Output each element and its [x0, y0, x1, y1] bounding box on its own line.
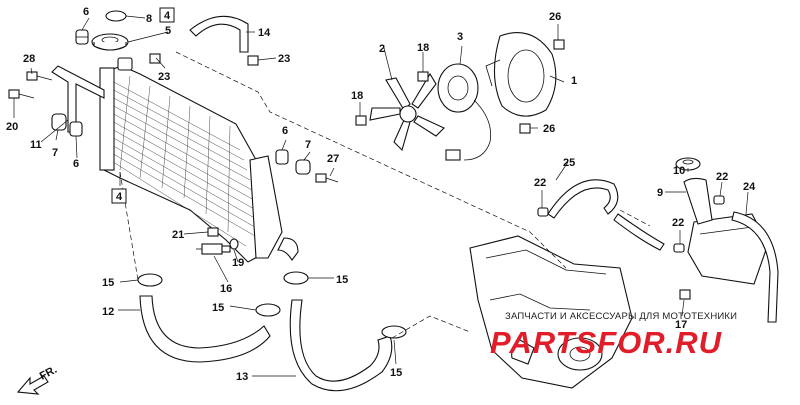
radiator-filler-neck	[117, 57, 133, 71]
callout-15-bottom: 15	[390, 367, 402, 379]
callout-7-left: 7	[52, 147, 58, 159]
callout-25: 25	[563, 157, 575, 169]
bolt-21	[207, 227, 219, 237]
callout-21: 21	[172, 229, 184, 241]
callout-7-right: 7	[305, 139, 311, 151]
bolt-27	[315, 173, 339, 183]
callout-4-left: 4	[116, 191, 123, 203]
grommet-top	[75, 29, 89, 45]
leader-lines	[13, 15, 749, 377]
callout-3: 3	[457, 31, 463, 43]
callout-23-right: 23	[278, 53, 290, 65]
callout-18-left: 18	[351, 90, 363, 102]
hose-clamp-15-c	[255, 303, 281, 317]
callout-27: 27	[327, 153, 339, 165]
callout-15-left: 15	[102, 277, 114, 289]
o-ring-19	[229, 238, 239, 250]
bolt-20	[8, 89, 35, 99]
callout-12: 12	[102, 306, 114, 318]
grommet-6-right	[275, 149, 289, 165]
callout-11: 11	[30, 139, 42, 151]
fan-shroud	[485, 32, 557, 117]
watermark-tagline: ЗАПЧАСТИ И АКСЕССУАРЫ ДЛЯ МОТОТЕХНИКИ	[505, 311, 738, 322]
radiator-core	[99, 57, 299, 263]
bolt-28	[26, 71, 53, 81]
siphon-tube	[547, 179, 665, 251]
callout-26-top: 26	[549, 11, 561, 23]
callout-14: 14	[258, 27, 271, 39]
callout-28: 28	[23, 53, 35, 65]
callout-13: 13	[236, 371, 248, 383]
hose-clamp-15-d	[381, 325, 407, 339]
radiator-right-tank	[249, 155, 283, 259]
hose-clamp-15-b	[283, 271, 309, 285]
bolt-26-right	[519, 123, 531, 134]
fan-motor	[437, 63, 492, 161]
callout-labels: 1 2 3 4 4 5 6 6 6 7 7 8 9 10 11 12 13 14…	[6, 6, 756, 383]
thermo-switch	[196, 243, 231, 255]
upper-hose	[189, 15, 249, 53]
clip-22-b	[713, 195, 725, 205]
callout-5: 5	[165, 25, 171, 37]
overflow-tube	[731, 211, 779, 323]
radiator-outlet-pipe	[277, 237, 299, 261]
radiator-left-tank	[99, 67, 115, 171]
callout-2: 2	[379, 43, 385, 55]
callout-19: 19	[232, 257, 244, 269]
bolt-23	[247, 55, 259, 66]
callout-box-4-left	[111, 188, 127, 204]
bolt-26-top	[553, 39, 565, 50]
callout-6-right: 6	[282, 125, 288, 137]
clip-22-a	[537, 207, 549, 217]
hose-clamp-15-a	[137, 273, 163, 287]
collar-7-right	[295, 159, 311, 175]
callout-10: 10	[673, 165, 685, 177]
callout-15-mid: 15	[212, 302, 224, 314]
callout-box-4-top	[159, 7, 175, 23]
cooling-fan-blade	[369, 72, 445, 152]
bolt-18-left	[355, 115, 367, 126]
clip-22-c	[673, 243, 685, 253]
reserve-tank-neck	[683, 177, 713, 225]
callout-8: 8	[146, 13, 152, 25]
callout-24: 24	[743, 181, 756, 193]
callout-18-top: 18	[417, 42, 429, 54]
lower-hose-12	[139, 295, 271, 363]
radiator-cap	[91, 33, 129, 51]
callout-6-left: 6	[73, 158, 79, 170]
front-direction-arrow: FR.	[16, 364, 59, 395]
reserve-tank	[683, 177, 769, 285]
grommet-6-left	[69, 121, 83, 137]
callout-23-cap: 23	[158, 71, 170, 83]
callout-9: 9	[657, 187, 663, 199]
bolt-23-cap	[149, 53, 161, 64]
lower-hose-13	[289, 299, 393, 392]
bolt-17	[679, 289, 691, 300]
callout-15-right: 15	[336, 274, 348, 286]
callout-6-top: 6	[83, 6, 89, 18]
callout-26-right: 26	[543, 123, 555, 135]
engine-block	[469, 235, 633, 389]
callout-22-b: 22	[716, 171, 728, 183]
callout-17: 17	[675, 319, 687, 331]
radiator-cap-seal	[105, 10, 127, 22]
watermark-logo: PARTSFOR.RU	[490, 325, 723, 360]
callout-22-c: 22	[672, 217, 684, 229]
callout-4-top: 4	[164, 10, 171, 22]
radiator-fins	[109, 75, 263, 247]
front-direction-label: FR.	[38, 364, 59, 383]
callout-22-a: 22	[534, 177, 546, 189]
callout-1: 1	[571, 75, 577, 87]
radiator-bracket	[51, 65, 105, 133]
callout-20: 20	[6, 121, 18, 133]
bolt-18-top	[417, 71, 429, 82]
callout-16: 16	[220, 283, 232, 295]
